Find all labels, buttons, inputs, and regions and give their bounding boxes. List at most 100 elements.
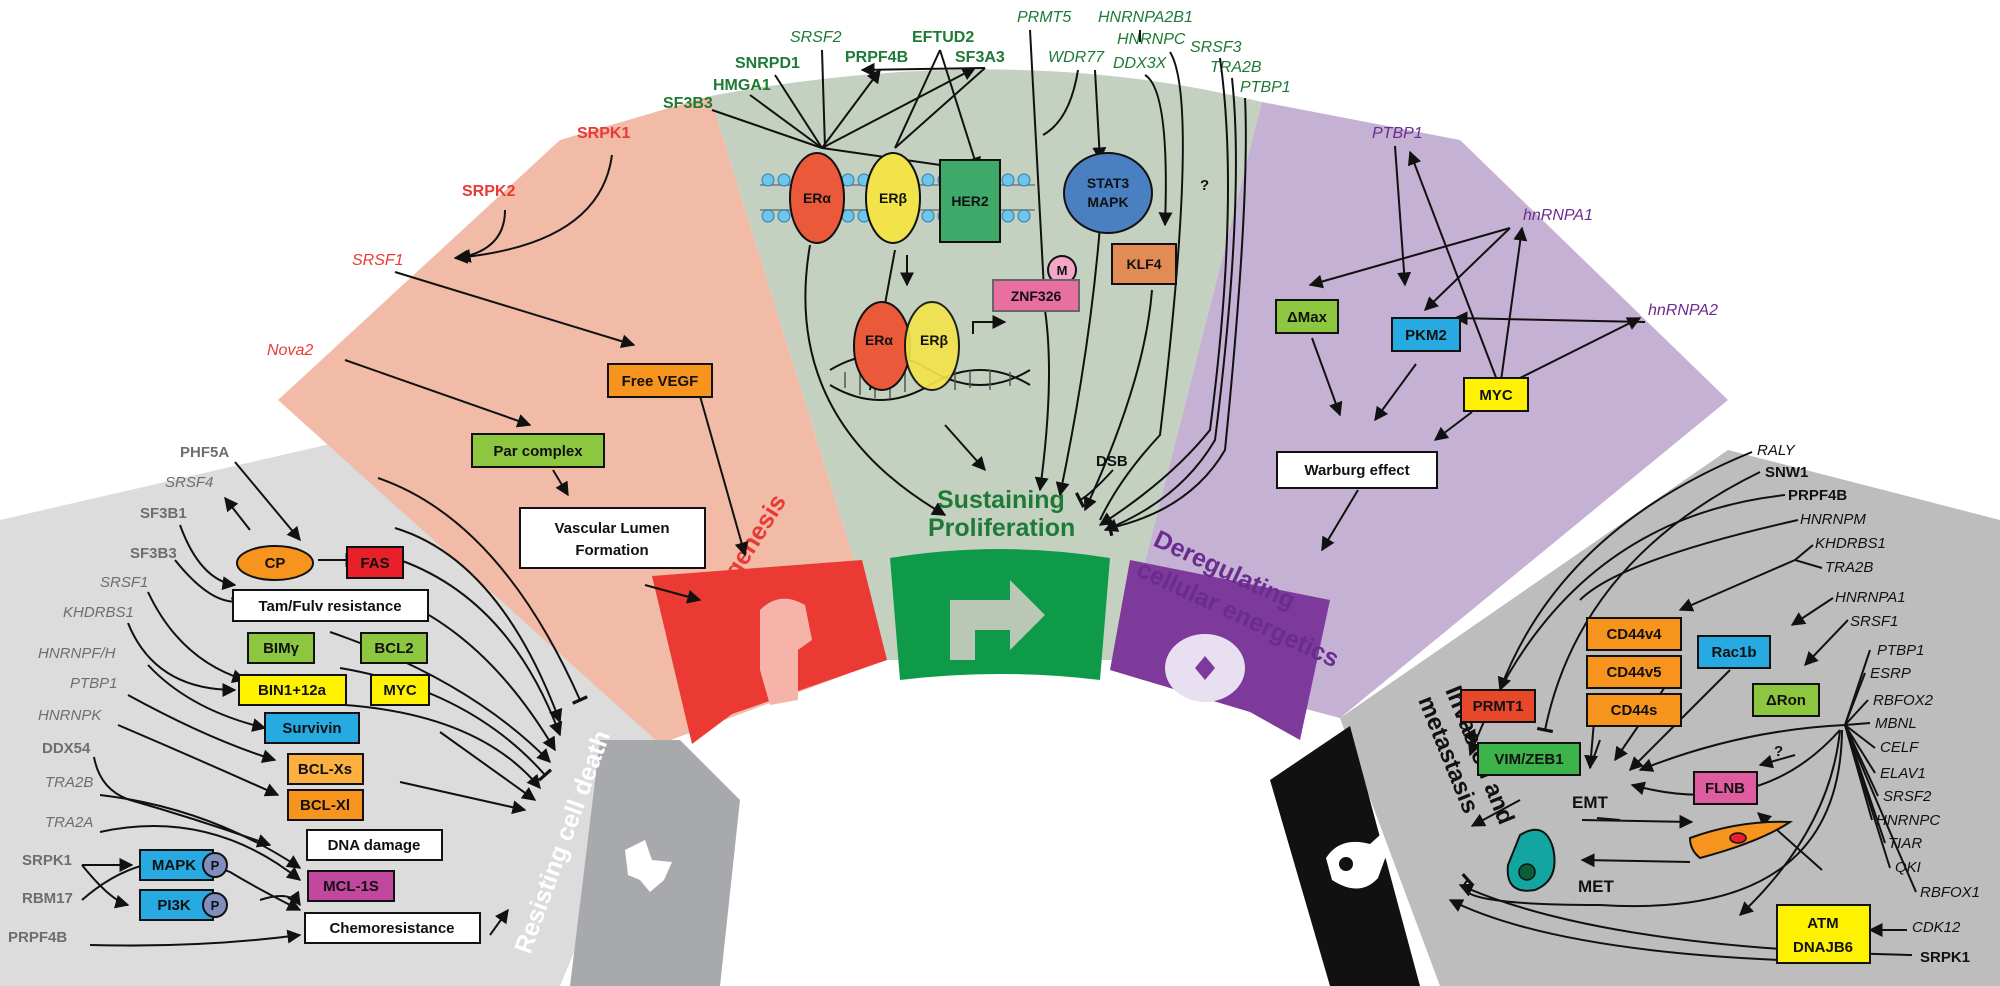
svg-text:Survivin: Survivin — [282, 720, 341, 737]
prolif-sf3b3: SF3B3 — [663, 95, 713, 112]
prolif-prmt5: PRMT5 — [1017, 9, 1071, 26]
node-znf326: M ZNF326 — [992, 255, 1080, 312]
svg-text:BCL-Xs: BCL-Xs — [298, 761, 352, 778]
angiogenesis-edges — [344, 154, 749, 604]
prolif-srsf2: SRSF2 — [790, 29, 842, 46]
node-dron: ΔRon — [1752, 683, 1820, 717]
node-tam-fulv: Tam/Fulv resistance — [232, 589, 429, 622]
inv-celf: CELF — [1880, 739, 1919, 756]
svg-text:M: M — [1057, 263, 1068, 278]
svg-text:ERβ: ERβ — [920, 332, 948, 348]
inv-question: ? — [1774, 743, 1783, 760]
svg-text:DNA damage: DNA damage — [328, 837, 421, 854]
inv-cdk12: CDK12 — [1912, 919, 1961, 936]
node-survivin: Survivin — [264, 712, 360, 744]
proliferation-arrow-icon — [950, 580, 1045, 660]
node-dna-damage: DNA damage — [306, 829, 443, 861]
svg-text:CD44v5: CD44v5 — [1606, 664, 1661, 681]
svg-text:BIN1+12a: BIN1+12a — [258, 682, 327, 699]
node-mapk: MAPK P — [139, 849, 228, 881]
prolif-question: ? — [1200, 177, 1209, 194]
svg-text:CP: CP — [265, 555, 286, 572]
svg-text:Formation: Formation — [575, 542, 648, 559]
inv-prpf4b: PRPF4B — [1788, 487, 1847, 504]
svg-text:ΔRon: ΔRon — [1766, 692, 1806, 709]
inv-ptbp1: PTBP1 — [1877, 642, 1925, 659]
svg-text:VIM/ZEB1: VIM/ZEB1 — [1494, 751, 1563, 768]
reg-prpf4b: PRPF4B — [8, 929, 67, 946]
proliferation-edges — [711, 29, 1247, 537]
node-cp: CP — [236, 545, 314, 581]
prolif-snrpd1: SNRPD1 — [735, 55, 800, 72]
node-cd44v5: CD44v5 — [1586, 655, 1682, 689]
invasion-regulators: RALY SNW1 PRPF4B HNRNPM KHDRBS1 TRA2B HN… — [1757, 442, 1980, 966]
node-bin1: BIN1+12a — [238, 674, 347, 706]
svg-text:MAPK: MAPK — [1087, 194, 1128, 210]
svg-text:MYC: MYC — [383, 682, 417, 699]
inv-tra2b: TRA2B — [1825, 559, 1873, 576]
svg-text:BCL-Xl: BCL-Xl — [300, 797, 350, 814]
energ-ptbp1: PTBP1 — [1372, 125, 1423, 142]
prolif-prpf4b: PRPF4B — [845, 49, 908, 66]
inv-srpk1: SRPK1 — [1920, 949, 1970, 966]
sector-deregulating-energetics — [1120, 102, 1728, 718]
angio-srpk2: SRPK2 — [462, 183, 515, 200]
svg-text:BCL2: BCL2 — [374, 640, 413, 657]
node-pi3k: PI3K P — [139, 889, 228, 921]
node-er-alpha-membrane: ERα — [789, 152, 845, 244]
node-prmt1: PRMT1 — [1460, 689, 1536, 723]
reg-phf5a: PHF5A — [180, 444, 229, 461]
node-vim-zeb1: VIM/ZEB1 — [1477, 742, 1581, 776]
svg-text:ERα: ERα — [865, 332, 893, 348]
svg-text:MCL-1S: MCL-1S — [323, 878, 379, 895]
angio-nova2: Nova2 — [267, 342, 313, 359]
reg-hnrnpfh: HNRNPF/H — [38, 645, 116, 662]
node-stat3-mapk: STAT3 MAPK — [1063, 152, 1153, 234]
node-mcl1s: MCL-1S — [307, 870, 395, 902]
prolif-tra2b: TRA2B — [1210, 59, 1262, 76]
reg-ddx54: DDX54 — [42, 740, 91, 757]
node-bcl2: BCL2 — [360, 632, 428, 664]
svg-text:Chemoresistance: Chemoresistance — [329, 920, 454, 937]
inv-met: MET — [1578, 877, 1615, 896]
svg-text:FAS: FAS — [360, 555, 389, 572]
reg-hnrnpk: HNRNPK — [38, 707, 102, 724]
hallmark-label-proliferation-1: Sustaining — [937, 486, 1065, 514]
node-cd44s: CD44s — [1586, 693, 1682, 727]
inv-rbfox1: RBFOX1 — [1920, 884, 1980, 901]
node-par-complex: Par complex — [471, 433, 605, 468]
resisting-regulators: PHF5A SRSF4 SF3B1 SF3B3 SRSF1 KHDRBS1 HN… — [8, 444, 229, 946]
invasion-cell-icon — [1326, 835, 1386, 889]
node-cd44v4: CD44v4 — [1586, 617, 1682, 651]
resisting-icon — [625, 840, 672, 892]
prolif-hmga1: HMGA1 — [713, 77, 771, 94]
angio-srsf1: SRSF1 — [352, 252, 404, 269]
svg-text:Warburg effect: Warburg effect — [1304, 462, 1409, 479]
svg-text:KLF4: KLF4 — [1127, 256, 1162, 272]
svg-text:Rac1b: Rac1b — [1711, 644, 1756, 661]
svg-text:DNAJB6: DNAJB6 — [1793, 939, 1853, 956]
node-her2: HER2 — [939, 159, 1001, 243]
inv-qki: QKI — [1895, 859, 1921, 876]
svg-text:PI3K: PI3K — [157, 897, 191, 914]
svg-text:ATM: ATM — [1807, 915, 1838, 932]
proliferation-regulators: SRSF2 EFTUD2 PRMT5 HNRNPA2B1 SNRPD1 PRPF… — [663, 9, 1291, 112]
reg-srpk1: SRPK1 — [22, 852, 72, 869]
reg-ptbp1: PTBP1 — [70, 675, 118, 692]
svg-text:Par complex: Par complex — [493, 443, 583, 460]
node-vascular-lumen: Vascular Lumen Formation — [519, 507, 706, 569]
svg-text:PKM2: PKM2 — [1405, 327, 1447, 344]
reg-tra2a: TRA2A — [45, 814, 93, 831]
inv-srsf2: SRSF2 — [1883, 788, 1932, 805]
svg-text:Free VEGF: Free VEGF — [622, 373, 699, 390]
reg-rbm17: RBM17 — [22, 890, 73, 907]
svg-text:P: P — [211, 858, 220, 873]
svg-text:ERβ: ERβ — [879, 190, 907, 206]
node-er-alpha-nuclear: ERα — [853, 301, 911, 391]
inv-mbnl: MBNL — [1875, 715, 1917, 732]
svg-text:Tam/Fulv resistance: Tam/Fulv resistance — [258, 598, 401, 615]
node-chemoresistance: Chemoresistance — [304, 912, 481, 944]
reg-srsf1: SRSF1 — [100, 574, 148, 591]
prolif-wdr77: WDR77 — [1048, 49, 1105, 66]
